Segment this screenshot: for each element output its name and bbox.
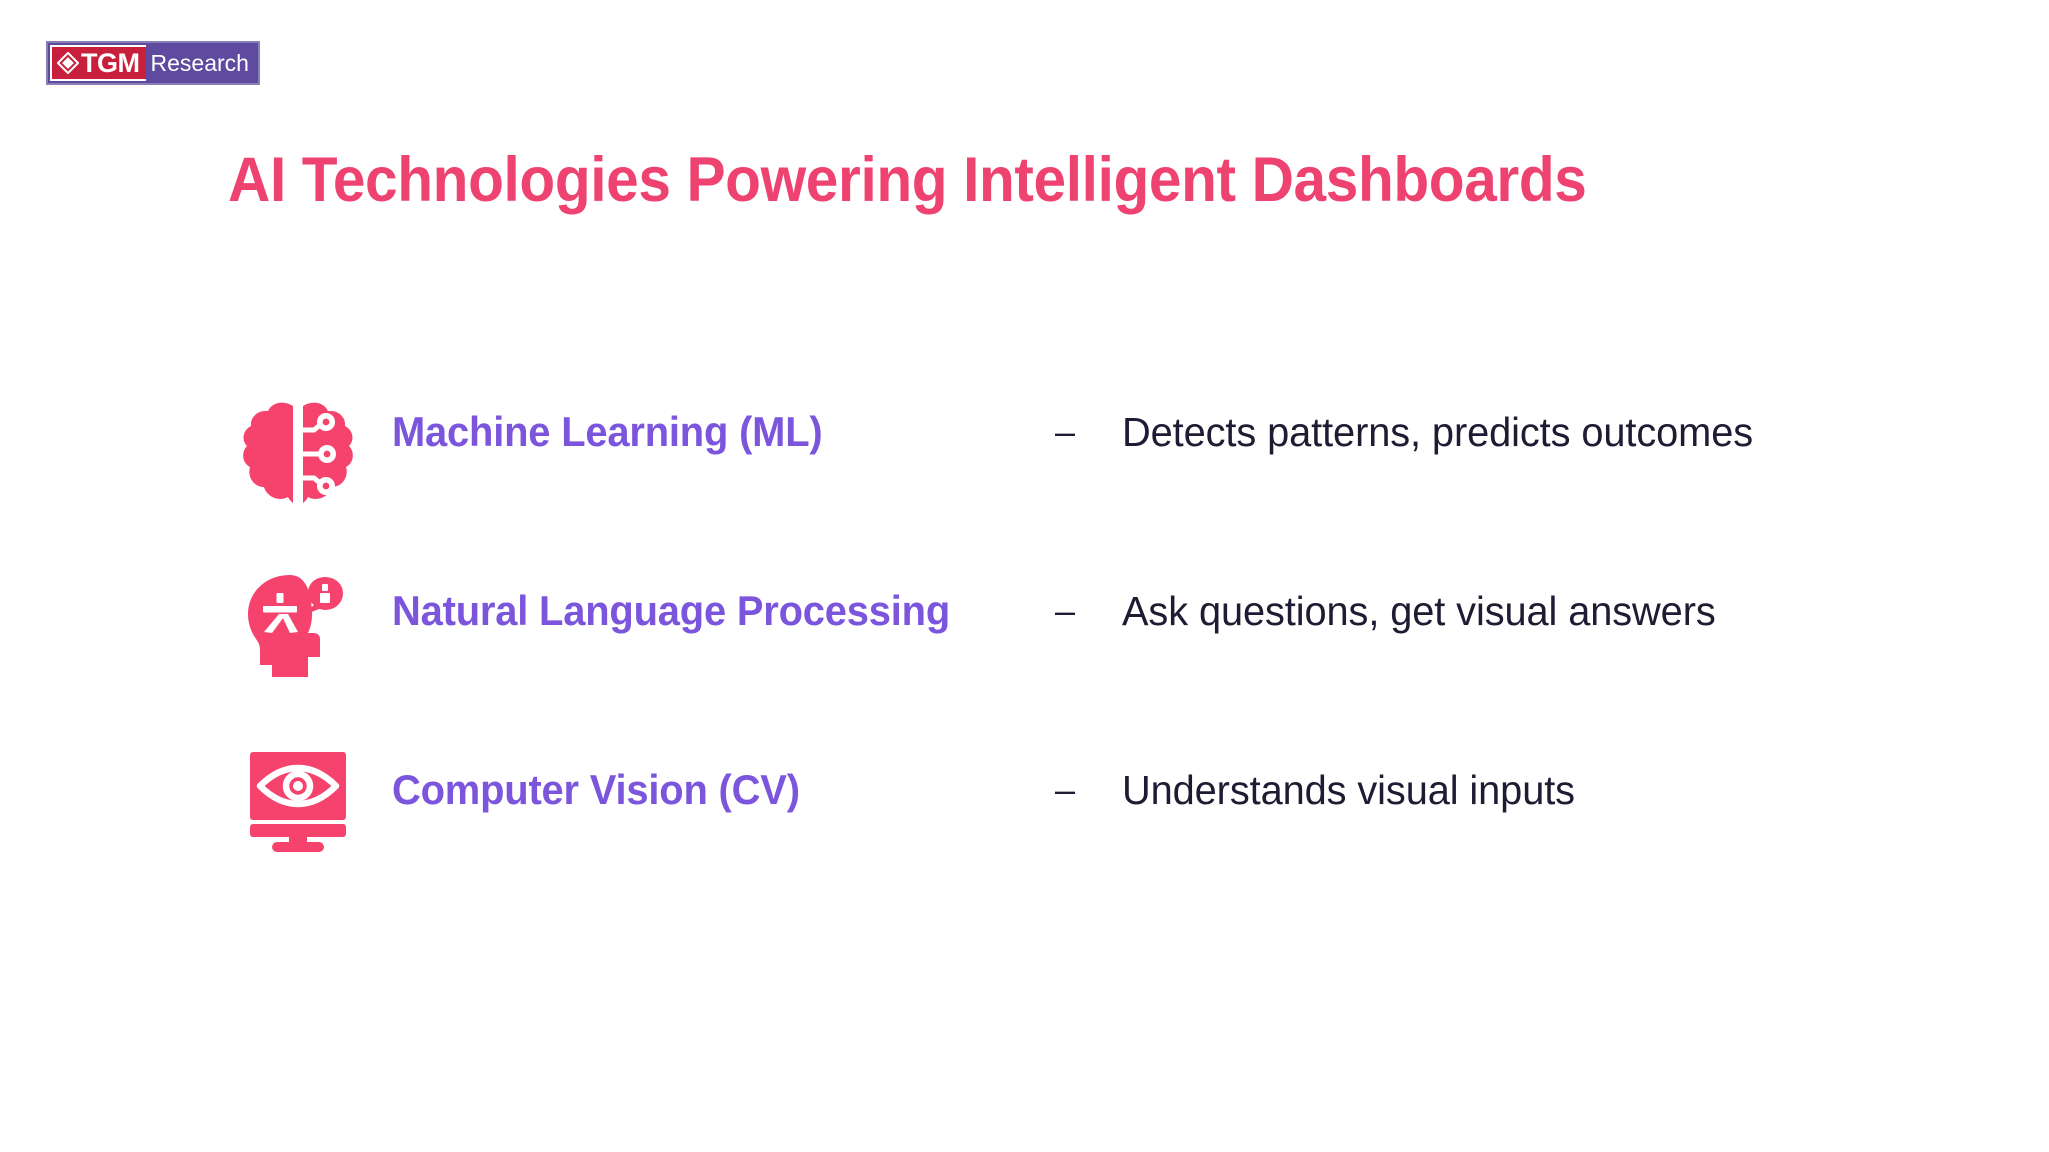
list-item-description: Understands visual inputs: [1122, 767, 1575, 813]
list-item-separator: –: [1055, 590, 1076, 631]
list-item-label: Natural Language Processing: [392, 587, 951, 634]
monitor-eye-icon: [238, 736, 358, 856]
list-item: Computer Vision (CV) – Understands visua…: [0, 722, 2049, 893]
logo-secondary-text: Research: [150, 49, 249, 76]
page-title: AI Technologies Powering Intelligent Das…: [228, 145, 1587, 215]
list-item-description: Detects patterns, predicts outcomes: [1122, 409, 1754, 455]
head-language-translate-icon: [238, 565, 358, 685]
list-item-separator: –: [1055, 769, 1076, 810]
list-item-description: Ask questions, get visual answers: [1122, 588, 1716, 634]
list-item-label: Computer Vision (CV): [392, 766, 800, 813]
diamond-icon: [57, 52, 79, 74]
list-item-separator: –: [1055, 411, 1076, 452]
logo-primary-text: TGM: [81, 47, 140, 78]
brain-circuit-icon: [238, 394, 358, 514]
list-item: Machine Learning (ML) – Detects patterns…: [0, 380, 2049, 551]
technology-list: Machine Learning (ML) – Detects patterns…: [0, 380, 2049, 893]
tgm-research-logo: TGM Research: [46, 41, 260, 85]
logo-primary-block: TGM: [50, 45, 146, 81]
list-item-label: Machine Learning (ML): [392, 408, 823, 455]
list-item: Natural Language Processing – Ask questi…: [0, 551, 2049, 722]
logo-secondary-block: Research: [146, 43, 258, 83]
